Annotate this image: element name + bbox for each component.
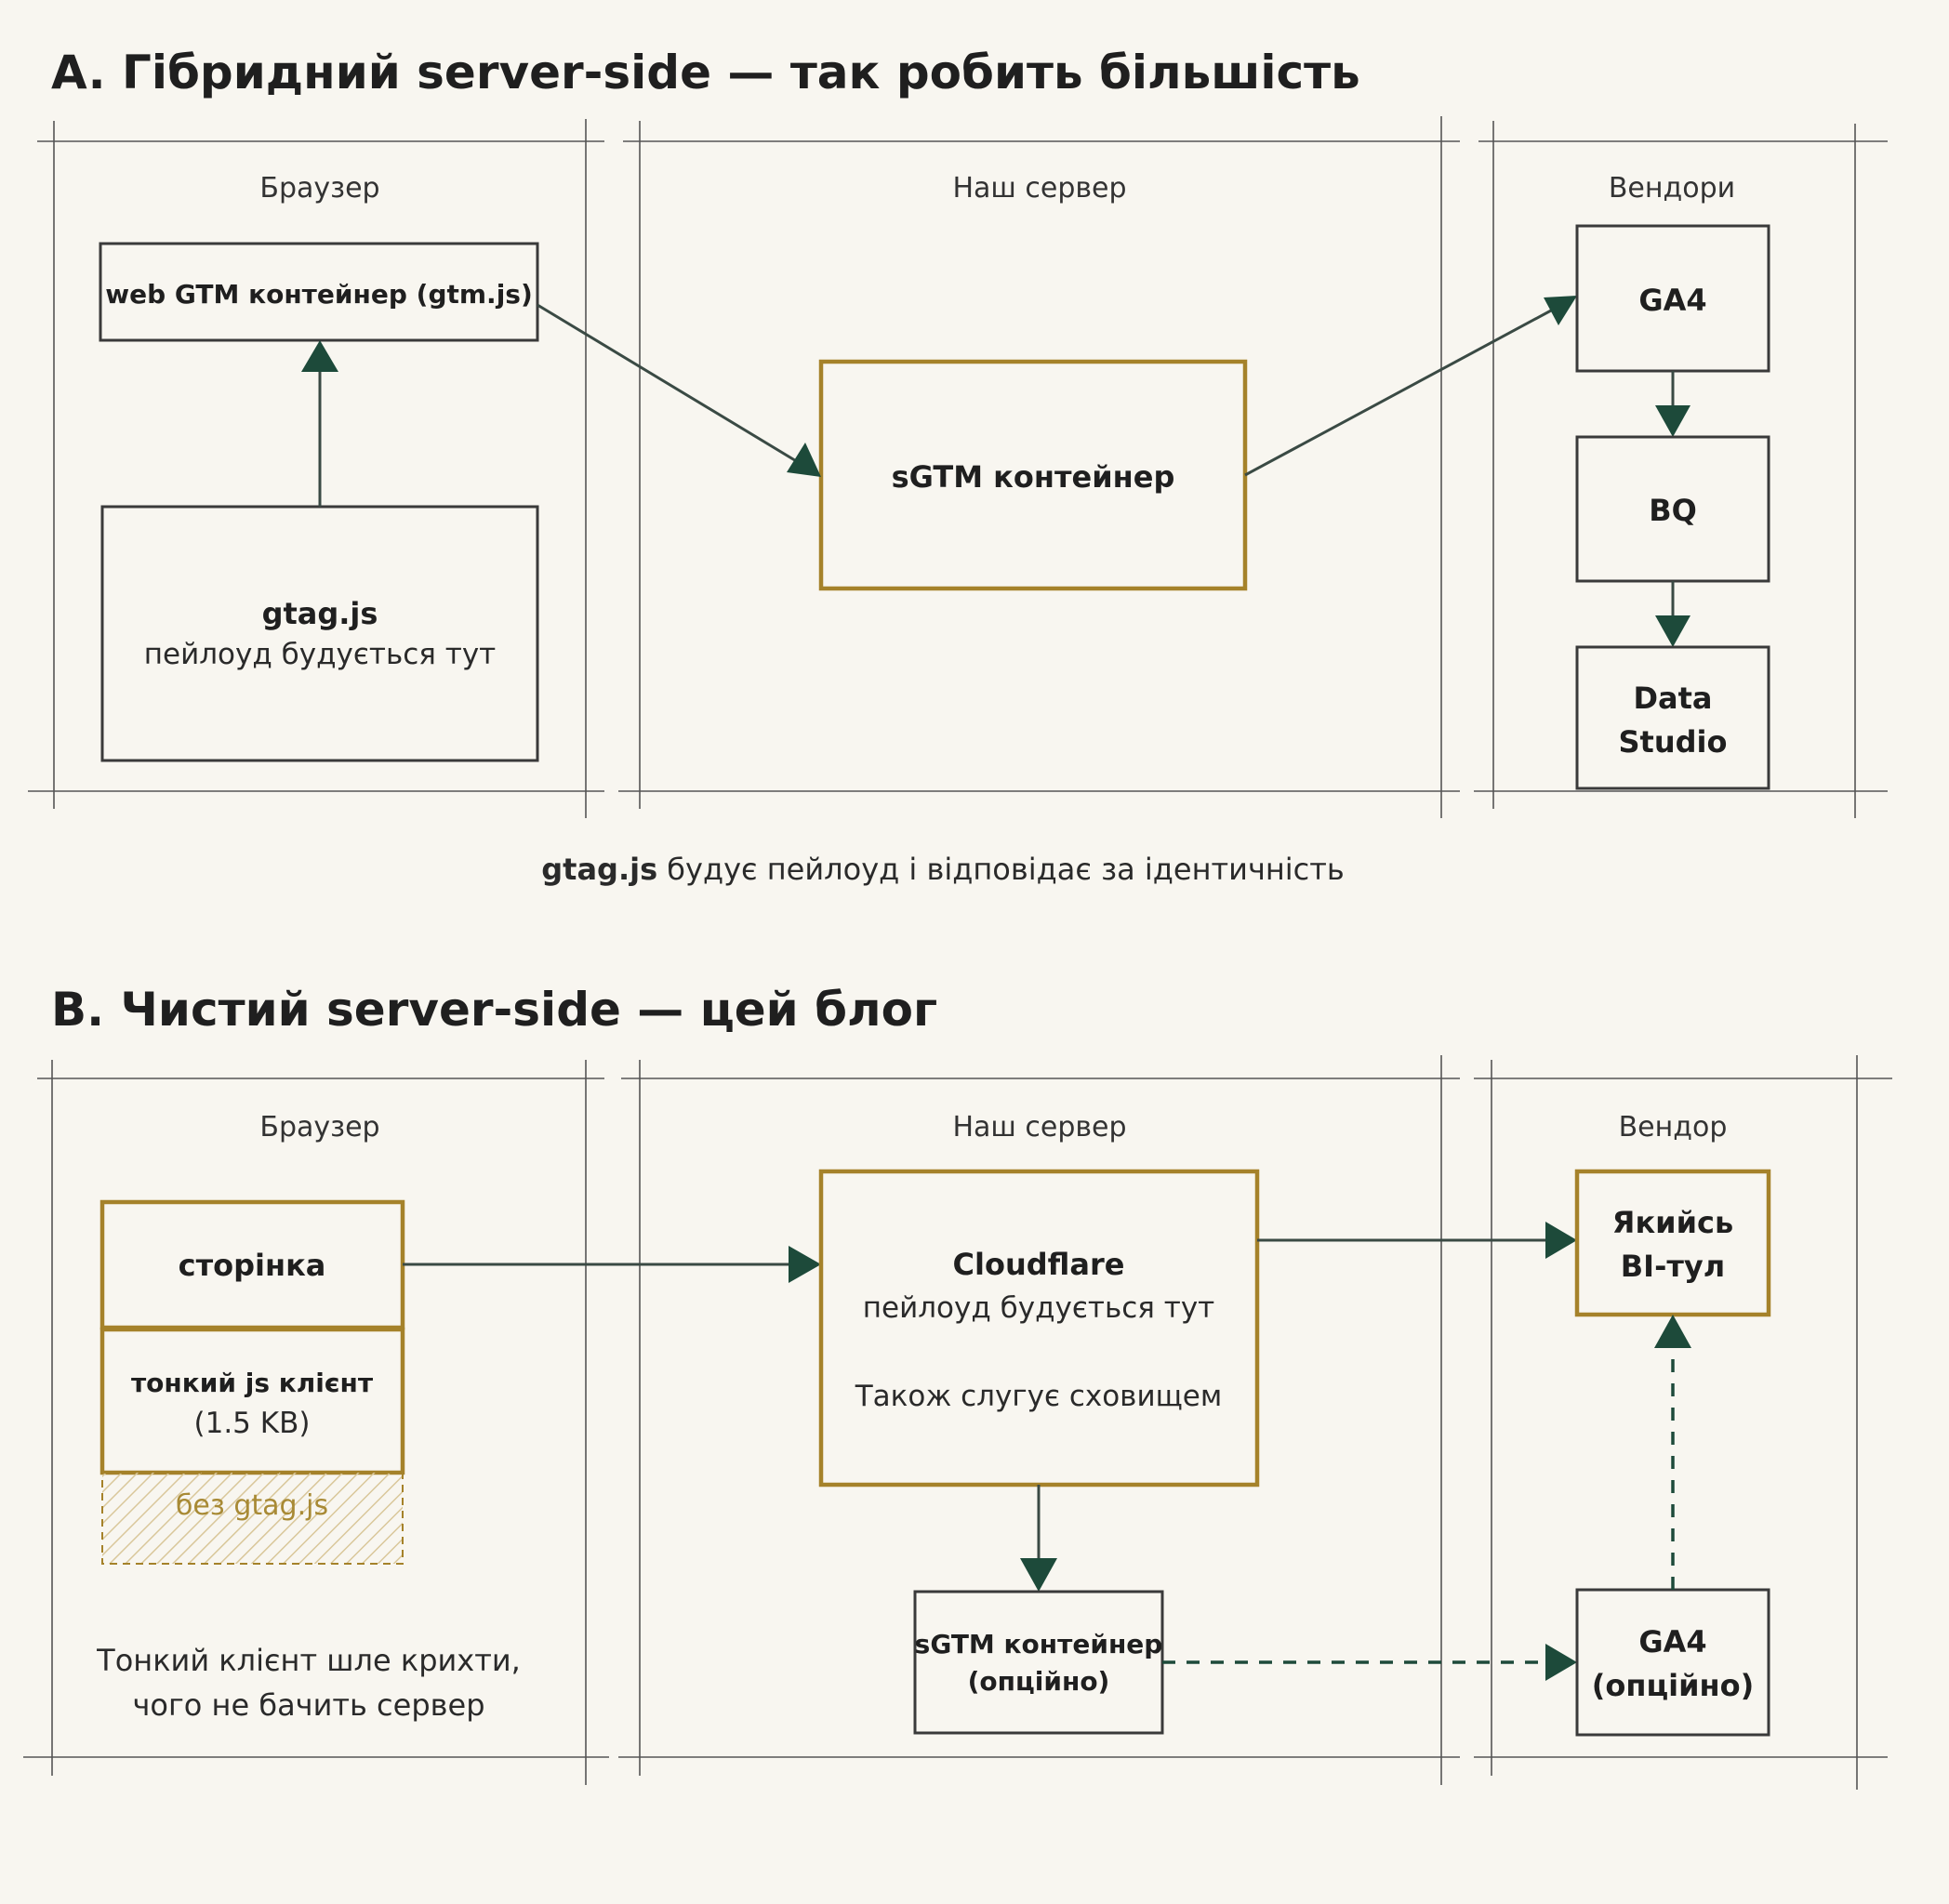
arrow-page-to-cloudflare [403,1246,821,1283]
zone-label-server: Наш сервер [952,172,1126,205]
cloudflare-box: Cloudflare пейлоуд будується тут Також с… [818,1169,1260,1488]
arrow-bq-to-datastudio [1655,581,1690,647]
web-gtm-label: web GTM контейнер (gtm.js) [105,279,533,310]
ga4-box: GA4 [1575,224,1770,373]
sgtm-container-box: sGTM контейнер [818,359,1248,591]
zone-label-vendors: Вендори [1609,172,1735,205]
gtag-title: gtag.js [262,596,378,631]
sgtm-optional-box: sGTM контейнер (опційно) [913,1590,1164,1735]
thin-client-title: тонкий js клієнт [131,1368,374,1398]
sgtm-label: sGTM контейнер [892,459,1175,495]
bi-tool-box: Якийсь BI-тул [1574,1169,1771,1317]
page-label: сторінка [179,1248,326,1283]
bi-tool-line2: BI-тул [1621,1249,1725,1284]
zone-label-browser-b: Браузер [259,1111,379,1144]
arrow-gtag-to-gtm [301,340,338,507]
ga4-label: GA4 [1638,283,1706,318]
sgtm-optional-line1: sGTM контейнер [915,1629,1163,1659]
ga4-optional-line2: (опційно) [1592,1668,1755,1703]
caption-rest: будує пейлоуд і відповідає за ідентичніс… [657,852,1345,887]
section-a-title: A. Гібридний server-side — так робить бі… [51,46,1360,99]
web-gtm-container-box: web GTM контейнер (gtm.js) [99,242,539,342]
cloudflare-subtitle: пейлоуд будується тут [863,1291,1215,1325]
zone-label-vendor-b: Вендор [1619,1111,1728,1144]
arrow-sgtm-to-ga4-dashed [1162,1644,1577,1681]
sgtm-optional-line2: (опційно) [968,1666,1110,1697]
bi-tool-line1: Якийсь [1612,1205,1733,1240]
thin-client-size: (1.5 KB) [194,1407,311,1440]
section-a-caption: gtag.js будує пейлоуд і відповідає за ід… [541,852,1345,887]
arrow-gtm-to-sgtm [537,303,821,477]
data-studio-line2: Studio [1619,724,1728,760]
arrow-ga4-to-bq [1655,371,1690,437]
section-b-title: B. Чистий server-side — цей блог [51,983,937,1037]
zone-label-server-b: Наш сервер [952,1111,1126,1144]
thin-client-note-line2: чого не бачить сервер [133,1687,485,1723]
arrow-sgtm-to-ga4 [1244,296,1577,477]
gtag-subtitle: пейлоуд будується тут [144,638,497,671]
thin-client-box: тонкий js клієнт (1.5 KB) [99,1327,405,1475]
cloudflare-title: Cloudflare [953,1247,1125,1282]
caption-bold: gtag.js [541,852,657,887]
page-box: сторінка [99,1199,405,1330]
thin-client-note-line1: Тонкий клієнт шле крихти, [96,1643,521,1678]
ga4-optional-line1: GA4 [1638,1624,1706,1659]
arrow-cloudflare-to-sgtm [1020,1485,1057,1592]
bq-label: BQ [1649,493,1697,528]
cloudflare-storage-note: Також слугує сховищем [855,1380,1223,1413]
no-gtag-label: без gtag.js [176,1489,328,1522]
gtag-box: gtag.js пейлоуд будується тут [100,505,539,762]
data-studio-box: Data Studio [1575,645,1770,790]
ga4-optional-box: GA4 (опційно) [1575,1588,1770,1737]
data-studio-line1: Data [1633,681,1712,716]
no-gtag-box: без gtag.js [101,1472,404,1565]
section-a-grid [28,116,1888,818]
bq-box: BQ [1575,435,1770,583]
arrow-ga4-to-bi-dashed [1654,1315,1691,1590]
zone-label-browser: Браузер [259,172,379,205]
arrow-cloudflare-to-bi [1257,1222,1577,1259]
